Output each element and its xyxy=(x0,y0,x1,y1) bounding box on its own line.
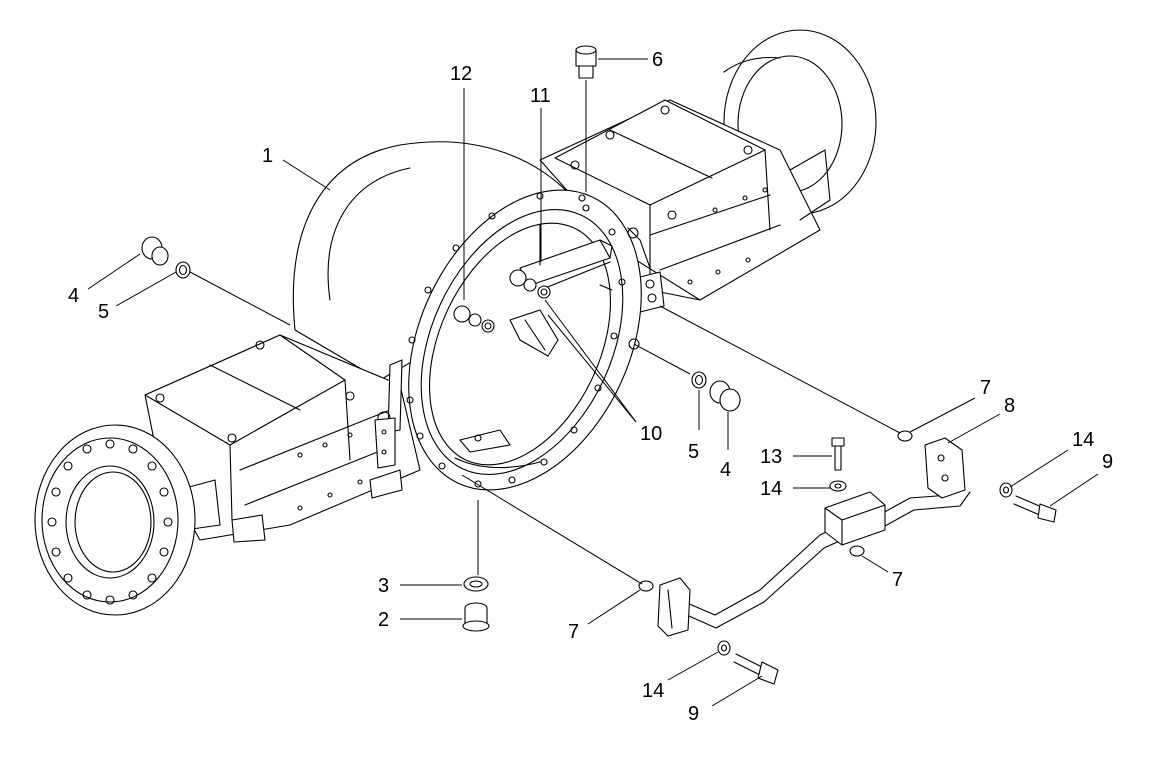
callout-9-right: 9 xyxy=(1102,451,1113,473)
pipe-assembly xyxy=(657,437,971,637)
callout-10: 10 xyxy=(640,423,662,445)
callout-13: 13 xyxy=(760,446,782,468)
leader-lines xyxy=(87,58,1099,707)
callout-3: 3 xyxy=(378,575,389,597)
callout-7-top: 7 xyxy=(980,377,991,399)
callout-12: 12 xyxy=(450,63,472,85)
part-2-drain-plug xyxy=(462,602,490,632)
differential-flange-ring xyxy=(369,189,651,499)
part-6-breather xyxy=(575,45,597,192)
callout-7-bottom: 7 xyxy=(568,621,579,643)
callout-4-left: 4 xyxy=(68,285,79,307)
callout-6: 6 xyxy=(652,49,663,71)
right-axle-arm xyxy=(539,99,831,301)
callout-1: 1 xyxy=(262,145,273,167)
part-3-washer-bottom xyxy=(463,576,489,592)
left-axle-arm xyxy=(144,334,421,543)
hub-bolt-holes xyxy=(47,439,173,605)
part-7-orings xyxy=(638,430,913,592)
callout-4-right: 4 xyxy=(720,459,731,481)
callout-9-bottom: 9 xyxy=(688,703,699,725)
part-5-washer-left xyxy=(175,261,191,279)
callout-14-right: 14 xyxy=(1072,429,1094,451)
callout-5-right: 5 xyxy=(688,441,699,463)
part-4-plug-left xyxy=(141,236,169,266)
ring-bolt-holes xyxy=(406,192,626,488)
part-14-washers xyxy=(717,480,1013,656)
callout-14-mid: 14 xyxy=(760,478,782,500)
axle-housing-bowl xyxy=(292,141,576,381)
part-9-banjo-bolts xyxy=(733,495,1057,685)
callout-7-mid: 7 xyxy=(892,569,903,591)
callout-11: 11 xyxy=(530,85,551,107)
part-4-plug-right xyxy=(709,380,741,412)
left-hub-flange xyxy=(34,424,196,616)
callout-8: 8 xyxy=(1004,395,1015,417)
callout-5-left: 5 xyxy=(98,301,109,323)
part-13-bolt xyxy=(831,437,845,471)
callout-2: 2 xyxy=(378,609,389,631)
callout-labels: 1 2 3 4 4 5 5 6 7 7 7 8 9 9 10 11 12 13 … xyxy=(68,49,1113,725)
callout-14-bottom: 14 xyxy=(642,680,664,702)
part-5-washer-right xyxy=(691,371,707,389)
